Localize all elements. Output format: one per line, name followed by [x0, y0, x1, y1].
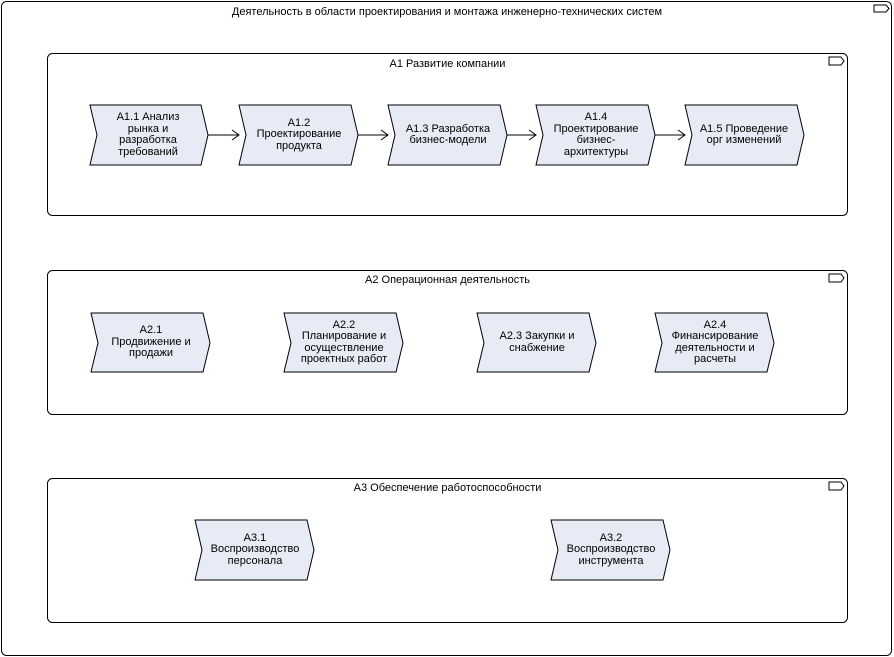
step-a1-4-label: А1.4 Проектирование бизнес-архитектуры [553, 111, 639, 158]
step-a1-1: А1.1 Анализ рынка и разработка требовани… [103, 106, 193, 164]
arrow-a1-4-to-a1-5 [655, 129, 686, 141]
step-a3-1-label: А3.1 Воспроизводство персонала [210, 531, 300, 567]
chevron-a2-3 [476, 312, 597, 373]
chevron-a2-1 [90, 312, 211, 373]
chevron-a2-2 [283, 312, 404, 373]
step-a1-4: А1.4 Проектирование бизнес-архитектуры [550, 106, 642, 164]
step-a3-2: А3.2 Воспроизводство инструмента [564, 521, 658, 579]
chevron-a2-4 [654, 312, 775, 373]
group-title-a2: А2 Операционная деятельность [365, 274, 530, 286]
group-a3-flag-icon [828, 481, 845, 491]
arrow-a1-3-to-a1-4 [507, 129, 537, 141]
chevron-a3-1 [194, 519, 315, 581]
step-a2-4: А2.4 Финансирование деятельности и расче… [668, 314, 762, 371]
step-a1-3-label: А1.3 Разработка бизнес-модели [405, 122, 491, 146]
main-title: Деятельность в области проектирования и … [231, 6, 663, 18]
arrow-a1-1-to-a1-2 [208, 129, 240, 141]
group-a2-flag-icon [828, 273, 845, 283]
step-a1-2: А1.2 Проектирование продукта [252, 106, 346, 164]
step-a1-5-label: А1.5 Проведение орг изменений [699, 122, 789, 146]
step-a1-5: А1.5 Проведение орг изменений [697, 106, 791, 164]
arrow-a1-2-to-a1-3 [358, 129, 389, 141]
chevron-a1-1 [89, 104, 209, 166]
chevron-a1-3 [387, 104, 508, 166]
main-flag-icon [873, 4, 890, 13]
chevron-a3-2 [550, 519, 671, 581]
step-a2-2-label: А2.2 Планирование и осуществление проект… [300, 318, 388, 365]
chevron-a1-2 [238, 104, 359, 166]
step-a3-1: А3.1 Воспроизводство персонала [208, 521, 302, 579]
group-title-a1: А1 Развитие компании [389, 58, 506, 70]
group-a1-flag-icon [828, 56, 845, 66]
step-a2-3: А2.3 Закупки и снабжение [490, 314, 584, 371]
step-a2-4-label: А2.4 Финансирование деятельности и расче… [671, 318, 759, 365]
group-title-a3: А3 Обеспечение работоспособности [353, 482, 542, 494]
step-a1-2-label: А1.2 Проектирование продукта [256, 116, 342, 152]
step-a2-3-label: А2.3 Закупки и снабжение [499, 330, 575, 354]
group-frame-a2 [47, 270, 848, 415]
step-a2-1: А2.1 Продвижение и продажи [104, 314, 198, 371]
step-a2-1-label: А2.1 Продвижение и продажи [111, 324, 191, 360]
step-a1-1-label: А1.1 Анализ рынка и разработка требовани… [116, 111, 180, 158]
chevron-a1-4 [535, 104, 656, 166]
step-a2-2: А2.2 Планирование и осуществление проект… [297, 314, 391, 371]
step-a3-2-label: А3.2 Воспроизводство инструмента [566, 531, 656, 567]
step-a1-3: А1.3 Разработка бизнес-модели [401, 106, 495, 164]
group-frame-a3 [47, 478, 848, 623]
chevron-a1-5 [684, 104, 805, 166]
